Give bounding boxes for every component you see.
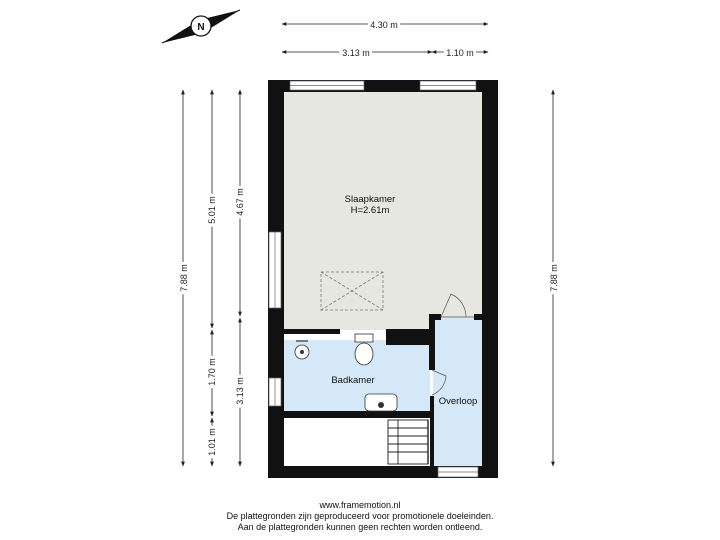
toilet-icon xyxy=(354,333,374,366)
footer-url[interactable]: www.framemotion.nl xyxy=(319,500,401,510)
dimension-top-left: 3.13 m xyxy=(281,45,433,61)
svg-text:1.01 m: 1.01 m xyxy=(207,428,217,456)
window xyxy=(268,80,479,478)
dimension-top-right: 1.10 m xyxy=(431,45,489,61)
svg-text:7.88 m: 7.88 m xyxy=(179,264,189,292)
north-arrow-icon: N xyxy=(161,9,241,44)
svg-text:5.01 m: 5.01 m xyxy=(207,196,217,224)
dimension-top-total: 4.30 m xyxy=(281,17,489,33)
door-swing xyxy=(440,293,474,318)
footer-disclaimer-1: De plattegronden zijn geproduceerd voor … xyxy=(226,511,494,521)
bathroom-label: Badkamer xyxy=(331,375,374,386)
dimension-left-mid-middle: 1.70 m xyxy=(204,329,220,417)
dimension-left-mid-upper: 5.01 m xyxy=(204,89,220,329)
interior-walls xyxy=(276,314,484,466)
compass-letter: N xyxy=(197,22,204,33)
svg-text:3.13 m: 3.13 m xyxy=(235,377,245,405)
svg-text:4.30 m: 4.30 m xyxy=(370,20,398,30)
bedroom-label: Slaapkamer xyxy=(345,194,396,205)
svg-text:4.67 m: 4.67 m xyxy=(235,188,245,216)
washbasin-icon xyxy=(364,393,398,412)
footer-disclaimer-2: Aan de plattegronden kunnen geen rechten… xyxy=(237,522,483,532)
landing-floor xyxy=(433,318,484,466)
svg-text:1.70 m: 1.70 m xyxy=(207,358,217,386)
svg-text:1.10 m: 1.10 m xyxy=(446,48,474,58)
skylight xyxy=(320,271,384,311)
dimension-right-outer: 7.88 m xyxy=(546,89,562,467)
door-swing-bathroom xyxy=(431,369,447,396)
landing-label: Overloop xyxy=(439,396,478,407)
staircase xyxy=(387,419,429,465)
svg-text:7.88 m: 7.88 m xyxy=(549,264,559,292)
dimension-left-mid-lower: 1.01 m xyxy=(204,417,220,467)
sink-icon xyxy=(294,340,310,360)
svg-text:3.13 m: 3.13 m xyxy=(342,48,370,58)
dimension-left-outer: 7.88 m xyxy=(176,89,192,467)
dimension-left-inner-lower: 3.13 m xyxy=(232,317,248,467)
dimension-left-inner-upper: 4.67 m xyxy=(232,89,248,317)
bedroom-height-label: H=2.61m xyxy=(351,205,390,216)
